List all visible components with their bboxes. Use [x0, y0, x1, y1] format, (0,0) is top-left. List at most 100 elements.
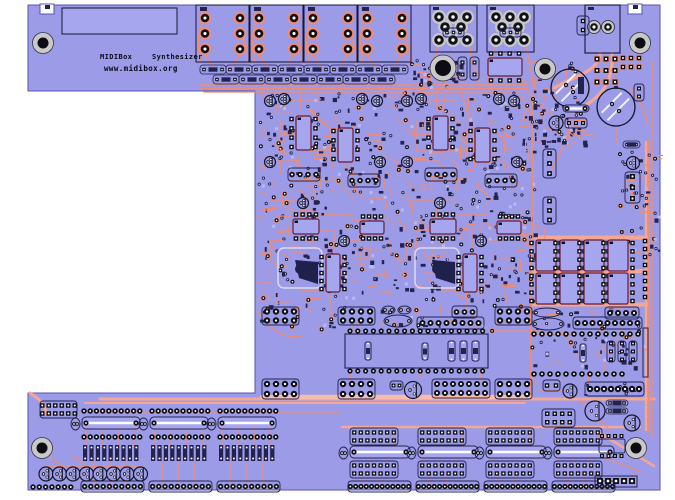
capacitor-group	[70, 417, 81, 431]
pin-header	[60, 404, 63, 407]
transistor	[633, 159, 635, 161]
dense-analog-circuitry	[488, 226, 492, 230]
dense-analog-circuitry	[455, 291, 464, 300]
transistor	[406, 97, 409, 100]
dip-ic	[578, 283, 581, 286]
dense-analog-circuitry	[493, 255, 497, 261]
pin-header	[490, 485, 493, 488]
transistor	[595, 414, 598, 417]
pin-header	[290, 173, 294, 176]
transistor	[281, 98, 283, 100]
pin-header	[392, 384, 395, 387]
dense-analog-circuitry	[264, 247, 267, 252]
pin-header	[636, 321, 639, 325]
dense-analog-circuitry	[418, 285, 422, 289]
transistor	[300, 202, 302, 204]
block-mark	[433, 7, 439, 10]
pin-header	[261, 378, 300, 400]
dense-analog-circuitry	[478, 200, 480, 202]
jumper	[242, 78, 244, 81]
pin-header	[353, 439, 356, 442]
transistor	[127, 476, 129, 479]
dense-circuitry	[622, 345, 625, 348]
capacitor	[400, 309, 402, 311]
dense-analog-circuitry	[502, 298, 504, 301]
dense-analog-circuitry	[494, 164, 496, 166]
transistor	[51, 466, 68, 482]
pad-row	[380, 330, 383, 332]
dense-circuitry	[626, 174, 630, 179]
dense-analog-circuitry	[534, 132, 537, 137]
pad-row-group	[600, 454, 624, 458]
jumper	[247, 77, 257, 82]
dense-analog-circuitry	[324, 244, 329, 249]
dense-analog-circuitry	[534, 189, 536, 191]
dense-analog-circuitry	[381, 137, 386, 142]
dense-circuitry	[561, 115, 563, 117]
pin-header	[298, 173, 302, 176]
pin-header	[454, 485, 457, 488]
pin-header	[283, 319, 287, 322]
pin-header	[398, 384, 401, 387]
block-mark-group	[490, 7, 496, 10]
dense-circuitry	[491, 330, 493, 332]
dense-analog-circuitry	[262, 177, 265, 179]
dip-ic	[368, 215, 370, 218]
pad-row	[458, 370, 461, 372]
dense-analog-circuitry	[460, 208, 462, 210]
pin-header-group	[541, 408, 576, 428]
dip-ic	[602, 242, 605, 244]
dip-ic	[438, 213, 441, 216]
dip-ic	[452, 237, 454, 240]
diode-array	[196, 446, 199, 449]
pin-header	[60, 412, 63, 415]
pin-header	[628, 321, 632, 325]
connector-pads	[292, 47, 296, 51]
capacitor-group	[532, 307, 562, 318]
connector-pads	[365, 31, 369, 36]
jumper	[221, 77, 231, 82]
transistor-group	[400, 155, 414, 169]
dense-circuitry	[544, 145, 549, 148]
dense-circuitry	[423, 68, 427, 71]
pin-header	[570, 464, 573, 467]
pin-header	[437, 321, 440, 325]
jack-block	[429, 4, 478, 53]
mounting-hole-group	[32, 32, 54, 54]
dense-analog-circuitry	[315, 185, 317, 188]
dip-ic	[554, 291, 557, 294]
pin-header-group	[484, 173, 518, 188]
dense-analog-circuitry	[351, 122, 356, 126]
pad-row	[206, 436, 209, 438]
pin-header-group	[349, 427, 399, 446]
connector-pads	[238, 47, 242, 51]
pin-header	[485, 427, 535, 446]
pad-row	[175, 410, 178, 412]
dense-analog-circuitry	[485, 284, 491, 288]
transistor	[127, 469, 129, 472]
transistor	[123, 473, 126, 475]
dip-ic	[427, 127, 430, 130]
jumper	[381, 64, 409, 75]
pad-row-group	[149, 408, 211, 414]
jumper	[377, 77, 387, 82]
dense-analog-circuitry	[426, 122, 431, 126]
dense-analog-circuitry	[383, 132, 385, 134]
trace-group	[251, 17, 303, 68]
transistor	[92, 466, 108, 482]
dense-analog-circuitry	[532, 182, 536, 186]
dense-circuitry	[645, 172, 647, 174]
dense-circuitry	[423, 79, 427, 83]
dense-analog-circuitry	[392, 202, 394, 204]
dense-analog-circuitry	[385, 170, 391, 176]
pin-header-group	[485, 427, 535, 446]
dense-analog-circuitry	[383, 93, 387, 98]
small-component	[612, 408, 622, 414]
dense-analog-circuitry	[258, 183, 260, 185]
dense-analog-circuitry	[509, 175, 514, 180]
pin-header	[515, 464, 518, 467]
pin-header	[120, 485, 123, 488]
capacitor-group	[542, 446, 553, 460]
transistor-group	[296, 196, 310, 210]
transistor	[377, 161, 379, 163]
